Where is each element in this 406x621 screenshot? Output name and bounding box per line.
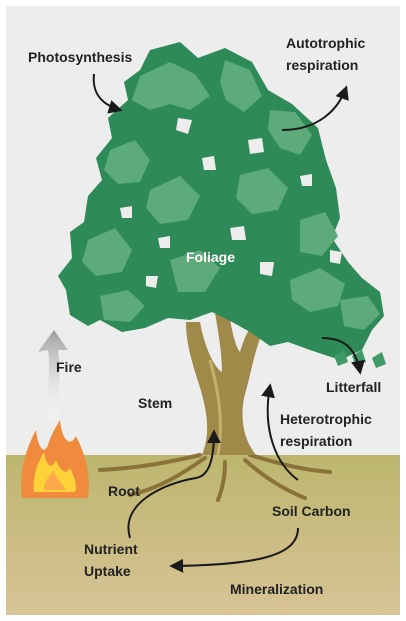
label-fire: Fire [56,359,82,375]
label-soil-carbon: Soil Carbon [272,503,351,519]
label-heterotrophic-2: respiration [280,433,352,449]
label-litterfall: Litterfall [326,379,381,395]
label-root: Root [108,483,140,499]
label-foliage: Foliage [186,249,235,265]
label-photosynthesis: Photosynthesis [28,49,132,65]
label-nutrient-2: Uptake [84,563,131,579]
label-autotrophic-1: Autotrophic [286,35,366,51]
label-autotrophic-2: respiration [286,57,358,73]
label-stem: Stem [138,395,172,411]
label-mineralization: Mineralization [230,581,323,597]
label-heterotrophic-1: Heterotrophic [280,411,372,427]
label-nutrient-1: Nutrient [84,541,138,557]
